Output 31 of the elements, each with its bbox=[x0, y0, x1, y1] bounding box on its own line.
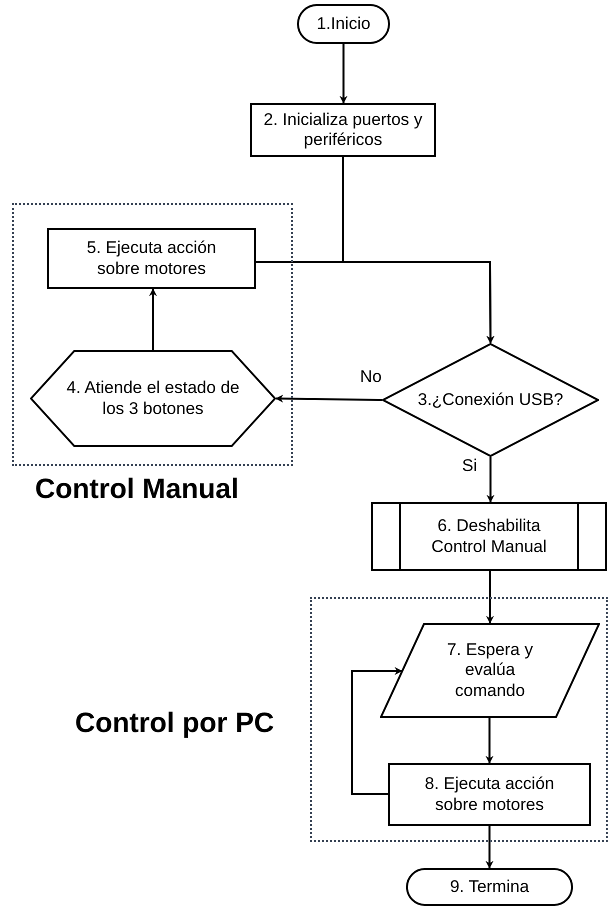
group-heading: Control Manual bbox=[35, 475, 239, 503]
arrow bbox=[149, 288, 157, 350]
end-terminal bbox=[406, 868, 573, 906]
node-label: 2. Inicializa puertos y periféricos bbox=[262, 110, 424, 150]
arrow bbox=[486, 718, 494, 764]
node-label: 9. Termina bbox=[450, 876, 530, 898]
arrow bbox=[275, 394, 382, 403]
input-parallelogram bbox=[380, 623, 600, 718]
group-heading: Control por PC bbox=[75, 709, 274, 737]
preparation-hexagon bbox=[30, 350, 276, 447]
arrow bbox=[486, 826, 494, 869]
arrow bbox=[256, 261, 494, 344]
node-label: 4. Atiende el estado de los 3 botones bbox=[66, 378, 240, 419]
arrow bbox=[340, 44, 348, 104]
start-terminal bbox=[297, 4, 390, 44]
node-label: 6. Deshabilita Control Manual bbox=[430, 516, 548, 557]
node-label: 7. Espera y evalúa comando bbox=[446, 640, 534, 702]
edge-label: No bbox=[360, 368, 382, 385]
node-label: 5. Ejecuta acción sobre motores bbox=[86, 238, 218, 279]
process-box bbox=[47, 228, 256, 289]
process-box bbox=[388, 763, 591, 826]
node-label: 1.Inicio bbox=[316, 14, 370, 34]
arrow bbox=[486, 457, 494, 503]
node-label: 3.¿Conexión USB? bbox=[418, 390, 564, 410]
decision-diamond bbox=[382, 343, 599, 457]
edge-label: Si bbox=[462, 457, 478, 474]
arrow bbox=[486, 571, 494, 624]
process-box bbox=[250, 103, 436, 157]
arrow bbox=[351, 667, 403, 795]
node-label: 8. Ejecuta acción sobre motores bbox=[424, 774, 556, 815]
subroutine-box bbox=[371, 502, 607, 571]
